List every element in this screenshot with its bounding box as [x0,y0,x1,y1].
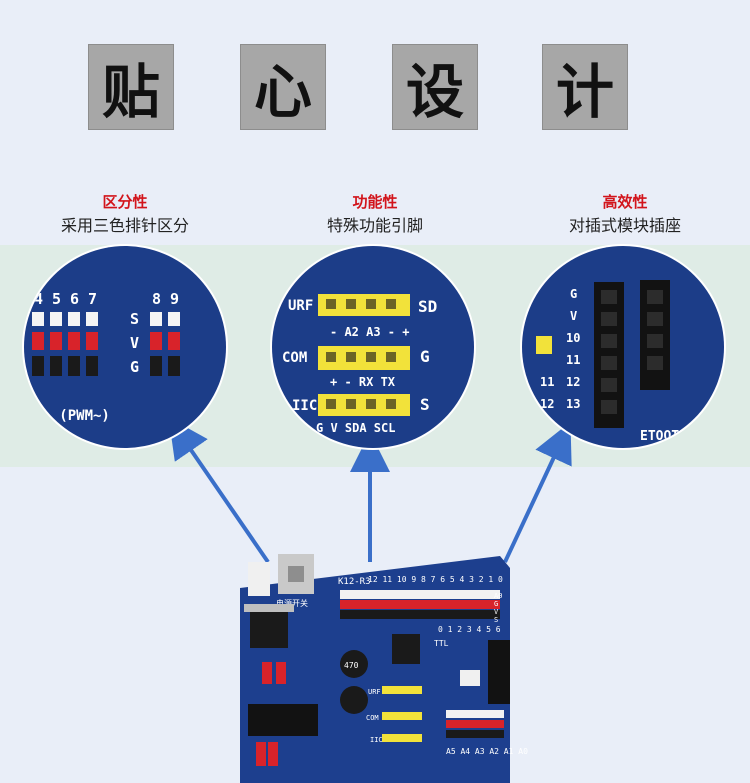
title-char-1: 贴 [88,44,174,130]
row2-sub: + - RX TX [330,375,396,389]
pin-number-7: 7 [88,290,97,308]
row1-sub: - A2 A3 - + [330,325,409,339]
feature-subtitle-1: 采用三色排针区分 [60,216,189,235]
svg-text:G: G [494,600,498,608]
board-model: K12-R3 [338,577,371,587]
bottom-sub: G V SDA SCL [316,421,395,435]
capacitor-2 [340,686,368,714]
analog-pins: A5 A4 A3 A2 A1 A0 [446,747,528,756]
feature-subtitle-2: 特殊功能引脚 [326,216,423,235]
capacitor-1 [340,650,368,678]
feature-caption-3: 高效性 对插式模块插座 [500,192,750,238]
feature-heading-2: 功能性 [352,193,398,211]
socket-label-7: 11 [540,375,554,389]
arrow-left [168,417,270,564]
power-connector [248,562,270,596]
socket-label-2: V [570,309,577,323]
label-s: S [420,395,430,414]
pin-number-4: 4 [34,290,43,308]
socket-label-6: 13 [566,397,580,411]
pin-number-5: 5 [52,290,61,308]
expansion-board: 电源开关 K12-R3 12 11 10 9 8 7 6 5 4 3 2 1 0… [240,554,528,783]
feature-caption-1: 区分性 采用三色排针区分 [0,192,250,238]
feature-heading-3: 高效性 [602,193,648,211]
feature-heading-1: 区分性 [102,193,148,211]
title-char-3: 设 [392,44,478,130]
zoom-circle-function: URF SD - A2 A3 - + COM G + - RX TX IIC S… [270,244,476,450]
label-com: COM [282,350,307,366]
socket-label-8: 12 [540,397,554,411]
arrow-right [503,421,572,563]
label-iic: IIC [292,398,317,414]
socket-label-1: G [570,287,577,301]
title-char-4: 计 [542,44,628,130]
row-label-v: V [130,334,139,352]
socket-label-3: 10 [566,331,580,345]
pin-number-9: 9 [170,290,179,308]
pin-number-6: 6 [70,290,79,308]
inductor [392,634,420,664]
ttl-label: TTL [434,639,449,648]
capacitor-value: 470 [344,661,359,670]
svg-text:A0: A0 [494,592,502,600]
socket-label-5: 12 [566,375,580,389]
bluetooth-socket [488,640,510,704]
title-row: 贴 心 设 计 [0,0,750,150]
feature-caption-2: 功能性 特殊功能引脚 [250,192,500,238]
pointer-arrows [168,417,572,564]
svg-text:V: V [494,608,499,616]
digital-pins-2: 0 1 2 3 4 5 6 [438,625,501,634]
switch-label: 电源开关 [276,598,308,608]
row-label-s: S [130,310,139,328]
svg-text:URF: URF [368,688,381,696]
svg-text:S: S [494,616,498,624]
label-sd: SD [418,297,437,316]
svg-text:IIC: IIC [370,736,383,744]
label-urf: URF [288,298,313,314]
feature-subtitle-3: 对插式模块插座 [568,216,681,235]
socket-label-4: 11 [566,353,580,367]
label-g: G [420,347,430,366]
digital-pins: 12 11 10 9 8 7 6 5 4 3 2 1 0 [368,575,503,584]
ic-chip [248,704,318,736]
regulator [250,608,288,648]
svg-text:COM: COM [366,714,379,722]
zoom-circle-socket: G V 10 11 12 13 11 12 ETOOTH [520,244,726,450]
title-char-2: 心 [240,44,326,130]
zoom-circle-pins: 4 5 6 7 8 9 S V G AL (PWM~) [22,244,228,450]
pin-number-8: 8 [152,290,161,308]
row-label-g: G [130,358,139,376]
